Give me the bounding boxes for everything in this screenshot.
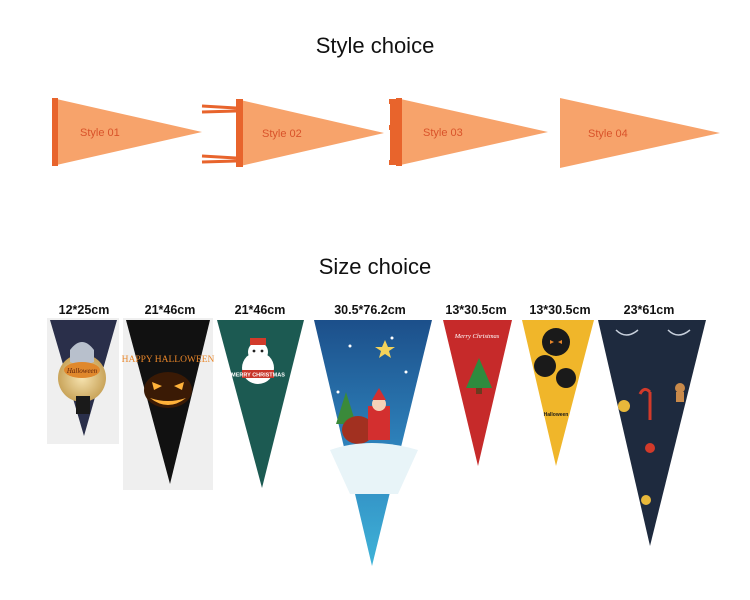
style-02-pennant[interactable]: Style 02 bbox=[201, 99, 384, 167]
size-pennant-6[interactable]: Halloween bbox=[522, 320, 594, 466]
size-pennant-5[interactable]: Merry Christmas bbox=[443, 320, 512, 466]
size-label-2: 21*46cm bbox=[144, 303, 196, 317]
style-pennants: Style 01 Style 02 Style 03 Style 04 bbox=[52, 98, 720, 168]
style-04-pennant[interactable]: Style 04 bbox=[560, 98, 720, 168]
size-pennant-2[interactable]: HAPPY HALLOWEEN bbox=[122, 318, 215, 490]
style-01-label: Style 01 bbox=[80, 127, 120, 139]
style-02-label: Style 02 bbox=[262, 128, 302, 140]
style-03-label: Style 03 bbox=[423, 127, 463, 139]
size-pennant-7[interactable] bbox=[598, 320, 706, 546]
size-pennant-4[interactable] bbox=[314, 320, 432, 566]
style-04-label: Style 04 bbox=[588, 128, 628, 140]
size-label-7: 23*61cm bbox=[623, 303, 675, 317]
halloween-small-print: Halloween bbox=[66, 367, 98, 375]
size-pennant-1[interactable]: Halloween bbox=[47, 318, 119, 444]
merry-christmas-red-print: Merry Christmas bbox=[454, 333, 500, 340]
size-label-6: 13*30.5cm bbox=[529, 303, 591, 317]
size-label-3: 21*46cm bbox=[234, 303, 286, 317]
size-pennant-3[interactable]: MERRY CHRISTMAS bbox=[217, 320, 304, 488]
style-01-pennant[interactable]: Style 01 bbox=[52, 98, 202, 166]
halloween-yellow-print: Halloween bbox=[544, 412, 569, 418]
size-label-1: 12*25cm bbox=[58, 303, 110, 317]
style-choice-heading: Style choice bbox=[315, 33, 435, 58]
size-label-5: 13*30.5cm bbox=[445, 303, 507, 317]
style-03-pennant[interactable]: Style 03 bbox=[389, 98, 548, 166]
happy-halloween-print: HAPPY HALLOWEEN bbox=[122, 355, 215, 365]
merry-christmas-print: MERRY CHRISTMAS bbox=[231, 373, 285, 379]
size-label-4: 30.5*76.2cm bbox=[334, 303, 406, 317]
size-choice-heading: Size choice bbox=[318, 254, 432, 279]
